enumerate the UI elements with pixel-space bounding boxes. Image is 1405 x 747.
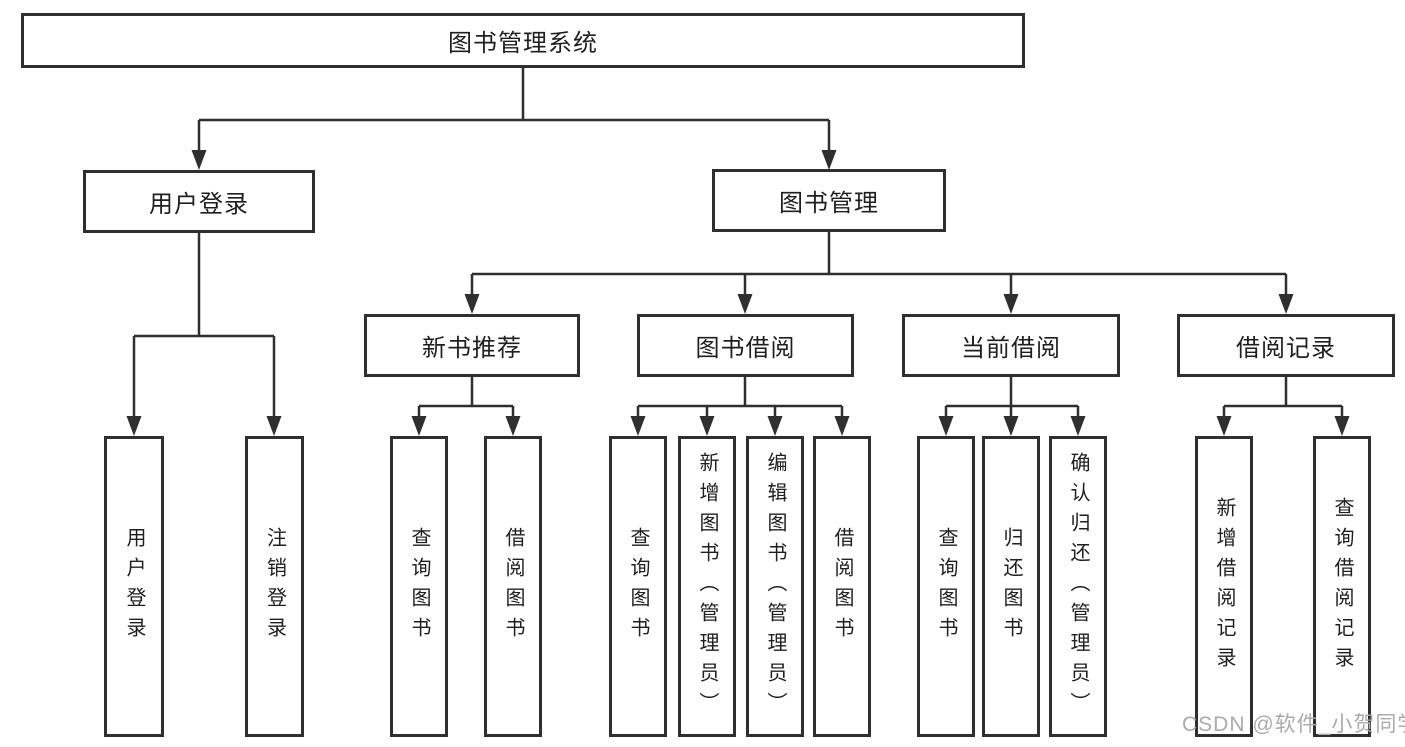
node-label: 图书管理系统 — [448, 30, 598, 57]
leaf-label: 归还图书 — [1000, 526, 1022, 647]
leaf-label: 编辑图书（管理员） — [764, 451, 786, 722]
leaf-return-books: 归还图书 — [982, 436, 1040, 737]
node-user-login: 用户登录 — [83, 170, 315, 233]
node-current-borrow: 当前借阅 — [902, 314, 1120, 377]
leaf-label: 借阅图书 — [831, 526, 853, 647]
node-book-management: 图书管理 — [712, 169, 946, 232]
leaf-borrow-books: 借阅图书 — [813, 436, 871, 737]
node-label: 图书借阅 — [695, 335, 796, 362]
node-book-borrow: 图书借阅 — [637, 314, 854, 377]
leaf-label: 查询图书 — [627, 526, 649, 647]
node-borrow-records: 借阅记录 — [1177, 314, 1395, 377]
node-label: 新书推荐 — [422, 335, 522, 362]
leaf-label: 用户登录 — [123, 526, 145, 647]
node-library-management-system: 图书管理系统 — [21, 13, 1025, 68]
connector-shafts — [132, 68, 1344, 418]
node-label: 图书管理 — [779, 190, 879, 217]
node-new-book-recommend: 新书推荐 — [364, 314, 580, 377]
leaf-add-borrow-record: 新增借阅记录 — [1195, 436, 1253, 737]
node-label: 当前借阅 — [961, 335, 1061, 362]
leaf-label: 注销登录 — [263, 526, 286, 647]
leaf-query-borrow-record: 查询借阅记录 — [1313, 436, 1371, 737]
leaf-logout: 注销登录 — [245, 436, 304, 737]
leaf-label: 借阅图书 — [502, 526, 524, 647]
leaf-query-books-recommend: 查询图书 — [390, 436, 448, 737]
leaf-label: 查询借阅记录 — [1331, 496, 1353, 677]
leaf-label: 查询图书 — [935, 526, 957, 647]
leaf-label: 确认归还（管理员） — [1067, 451, 1089, 722]
node-label: 借阅记录 — [1236, 335, 1336, 362]
leaf-label: 查询图书 — [408, 526, 430, 647]
leaf-label: 新增图书（管理员） — [696, 451, 718, 722]
leaf-label: 新增借阅记录 — [1213, 496, 1235, 677]
watermark: CSDN @软件_小贺同学 — [1182, 713, 1405, 736]
leaf-user-login: 用户登录 — [104, 436, 164, 737]
leaf-borrow-books-recommend: 借阅图书 — [484, 436, 542, 737]
leaf-query-books-current: 查询图书 — [917, 436, 975, 737]
leaf-query-books-borrow: 查询图书 — [609, 436, 667, 737]
leaf-edit-books-admin: 编辑图书（管理员） — [746, 436, 804, 737]
leaf-add-books-admin: 新增图书（管理员） — [678, 436, 736, 737]
arrowheads — [126, 150, 1350, 436]
node-label: 用户登录 — [149, 191, 249, 218]
leaf-confirm-return-admin: 确认归还（管理员） — [1049, 436, 1107, 737]
